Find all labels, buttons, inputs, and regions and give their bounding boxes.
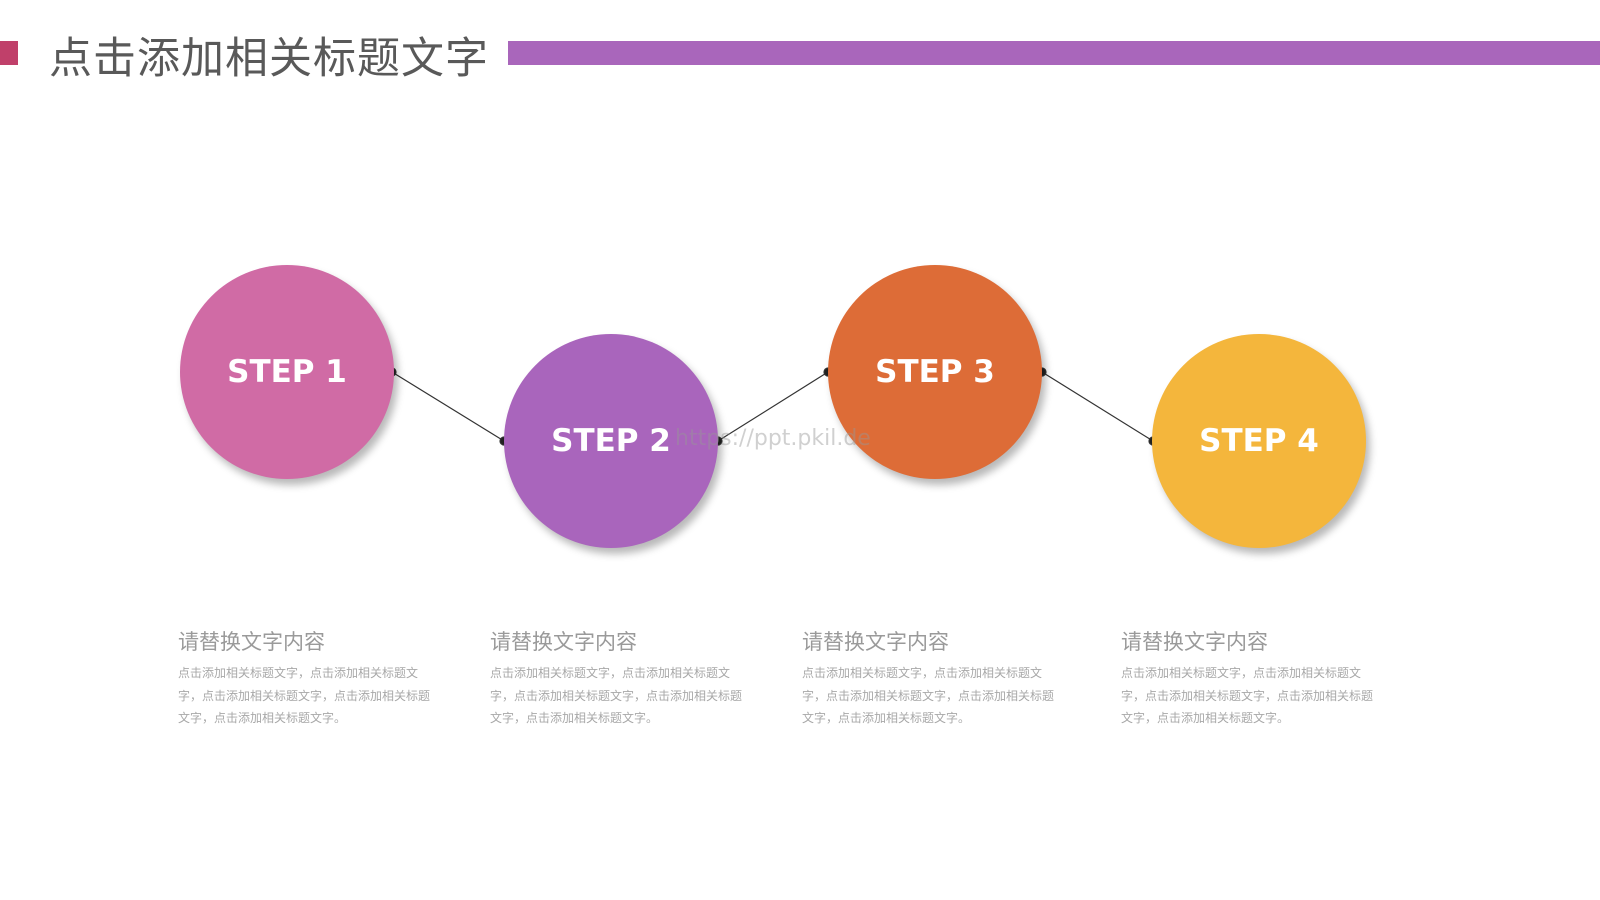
title-accent-square <box>0 41 18 65</box>
step-3-description: 请替换文字内容 点击添加相关标题文字，点击添加相关标题文字，点击添加相关标题文字… <box>802 626 1054 730</box>
step-1-description: 请替换文字内容 点击添加相关标题文字，点击添加相关标题文字，点击添加相关标题文字… <box>178 626 430 730</box>
step-1-body[interactable]: 点击添加相关标题文字，点击添加相关标题文字，点击添加相关标题文字，点击添加相关标… <box>178 666 431 725</box>
step-2-description: 请替换文字内容 点击添加相关标题文字，点击添加相关标题文字，点击添加相关标题文字… <box>490 626 742 730</box>
step-4-description: 请替换文字内容 点击添加相关标题文字，点击添加相关标题文字，点击添加相关标题文字… <box>1121 626 1373 730</box>
step-3-heading[interactable]: 请替换文字内容 <box>802 630 949 654</box>
step-2-heading[interactable]: 请替换文字内容 <box>490 630 637 654</box>
step-4-heading[interactable]: 请替换文字内容 <box>1121 630 1268 654</box>
step-1-circle[interactable]: STEP 1 <box>180 265 394 479</box>
watermark: https://ppt.pkil.de <box>675 426 871 451</box>
step-3-body[interactable]: 点击添加相关标题文字，点击添加相关标题文字，点击添加相关标题文字，点击添加相关标… <box>802 666 1055 725</box>
connector-2-3 <box>717 371 829 442</box>
title-accent-bar <box>508 41 1600 65</box>
step-3-circle[interactable]: STEP 3 <box>828 265 1042 479</box>
slide-title[interactable]: 点击添加相关标题文字 <box>49 34 489 84</box>
connector-3-4 <box>1041 371 1154 442</box>
step-2-body[interactable]: 点击添加相关标题文字，点击添加相关标题文字，点击添加相关标题文字，点击添加相关标… <box>490 666 743 725</box>
step-1-heading[interactable]: 请替换文字内容 <box>178 630 325 654</box>
connector-1-2 <box>391 371 505 442</box>
step-2-circle[interactable]: STEP 2 <box>504 334 718 548</box>
step-4-circle[interactable]: STEP 4 <box>1152 334 1366 548</box>
step-4-body[interactable]: 点击添加相关标题文字，点击添加相关标题文字，点击添加相关标题文字，点击添加相关标… <box>1121 666 1374 725</box>
